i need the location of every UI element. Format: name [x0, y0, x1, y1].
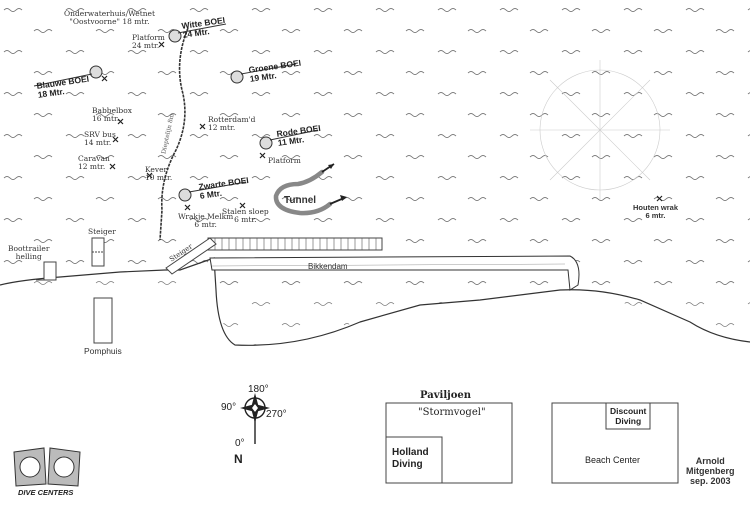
buoy-white	[168, 29, 182, 43]
dive-centers-caption: DIVE CENTERS	[18, 488, 74, 497]
site-onderwaterhuis: Onderwaterhuis/Wetnet"Oostvoorne" 18 mtr…	[64, 9, 155, 26]
compass-rose	[240, 393, 270, 444]
buoy-black	[178, 188, 192, 202]
pomphuis-label: Pomphuis	[84, 346, 122, 356]
arrow-head-in	[328, 164, 334, 169]
buoy-red	[259, 136, 273, 150]
boat-trailer-structure	[43, 261, 57, 281]
bikkendam-label: Bikkendam	[308, 262, 348, 271]
tunnel-label: Tunnel	[284, 195, 317, 206]
buoy-blue	[89, 65, 103, 79]
compass-180: 180°	[248, 384, 269, 395]
steiger-ramp	[165, 237, 217, 275]
discount-diving-outline	[605, 402, 651, 430]
compass-270: 270°	[266, 409, 287, 420]
compass-north: N	[234, 452, 243, 466]
pomphuis-building	[93, 297, 113, 344]
faded-rose	[530, 60, 670, 200]
tunnel	[273, 169, 333, 216]
compass-90: 90°	[221, 402, 237, 413]
shoreline	[0, 257, 750, 346]
jetty-boardwalk	[207, 237, 383, 251]
buoy-pointers	[33, 23, 319, 193]
dive-center-logos	[13, 447, 81, 487]
site-markers	[101, 41, 663, 211]
arrow-head-out	[340, 195, 347, 201]
depth-contour-line	[159, 27, 189, 241]
site-platform: Platform	[268, 156, 301, 165]
dyke-inner-line	[211, 263, 566, 267]
jetty-planks	[214, 238, 377, 250]
pavilion-name: "Stormvogel"	[418, 407, 486, 418]
pavilion-title: Paviljoen	[420, 390, 472, 401]
buoy-green	[230, 70, 244, 84]
steiger-label: Steiger	[88, 227, 116, 236]
beach-center-label: Beach Center	[585, 455, 641, 465]
holland-diving-outline	[385, 436, 443, 484]
compass-0: 0°	[235, 438, 245, 449]
